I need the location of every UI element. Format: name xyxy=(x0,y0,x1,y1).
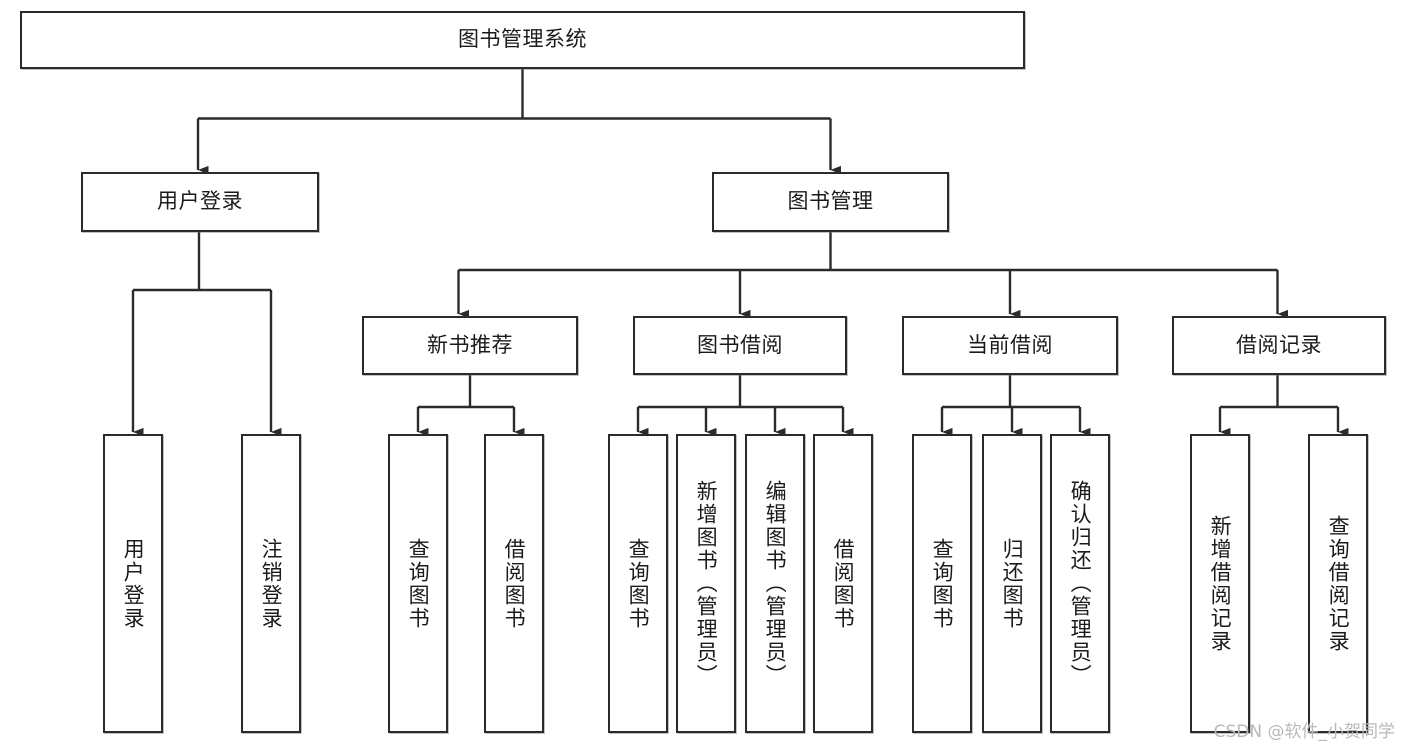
node-add-book-admin-label: 新增图书（管理员） xyxy=(694,480,719,687)
node-edit-book-admin-label: 编辑图书（管理员） xyxy=(763,480,788,687)
node-add-book-admin[interactable]: 新增图书（管理员） xyxy=(676,434,736,733)
node-borrow-records[interactable]: 借阅记录 xyxy=(1172,316,1386,375)
node-query-book-borrow-label: 查询图书 xyxy=(626,537,651,630)
node-user-login-do[interactable]: 用户登录 xyxy=(103,434,163,733)
node-borrow-book-rec[interactable]: 借阅图书 xyxy=(484,434,544,733)
node-user-login-do-label: 用户登录 xyxy=(121,537,146,630)
node-edit-book-admin[interactable]: 编辑图书（管理员） xyxy=(745,434,805,733)
node-current-borrow-label: 当前借阅 xyxy=(967,332,1053,357)
node-book-borrow-label: 图书借阅 xyxy=(697,332,783,357)
node-user-login-label: 用户登录 xyxy=(157,189,243,214)
node-return-book-label: 归还图书 xyxy=(1000,537,1025,630)
node-book-management-label: 图书管理 xyxy=(787,189,874,214)
node-query-borrow-record[interactable]: 查询借阅记录 xyxy=(1308,434,1368,733)
node-root-label: 图书管理系统 xyxy=(458,27,587,52)
node-user-logout[interactable]: 注销登录 xyxy=(241,434,301,733)
node-new-book-recommend[interactable]: 新书推荐 xyxy=(362,316,578,375)
csdn-watermark: CSDN @软件_小贺同学 xyxy=(1213,722,1395,742)
node-new-book-recommend-label: 新书推荐 xyxy=(427,332,513,357)
node-user-login[interactable]: 用户登录 xyxy=(81,172,319,232)
node-query-book-rec-label: 查询图书 xyxy=(406,537,431,630)
node-confirm-return-admin[interactable]: 确认归还（管理员） xyxy=(1050,434,1110,733)
node-return-book[interactable]: 归还图书 xyxy=(982,434,1042,733)
node-borrow-book-do[interactable]: 借阅图书 xyxy=(813,434,873,733)
node-borrow-book-do-label: 借阅图书 xyxy=(831,537,856,630)
node-add-borrow-record-label: 新增借阅记录 xyxy=(1208,514,1233,653)
node-query-book-borrow[interactable]: 查询图书 xyxy=(608,434,668,733)
node-book-borrow[interactable]: 图书借阅 xyxy=(633,316,847,375)
node-query-book-current-label: 查询图书 xyxy=(930,537,955,630)
node-query-book-rec[interactable]: 查询图书 xyxy=(388,434,448,733)
node-user-logout-label: 注销登录 xyxy=(259,537,284,630)
node-borrow-records-label: 借阅记录 xyxy=(1236,332,1322,357)
node-confirm-return-admin-label: 确认归还（管理员） xyxy=(1068,480,1093,687)
node-borrow-book-rec-label: 借阅图书 xyxy=(502,537,527,630)
node-book-management[interactable]: 图书管理 xyxy=(712,172,949,232)
node-root[interactable]: 图书管理系统 xyxy=(20,11,1025,69)
node-query-book-current[interactable]: 查询图书 xyxy=(912,434,972,733)
node-current-borrow[interactable]: 当前借阅 xyxy=(902,316,1118,375)
node-query-borrow-record-label: 查询借阅记录 xyxy=(1326,514,1351,653)
node-add-borrow-record[interactable]: 新增借阅记录 xyxy=(1190,434,1250,733)
